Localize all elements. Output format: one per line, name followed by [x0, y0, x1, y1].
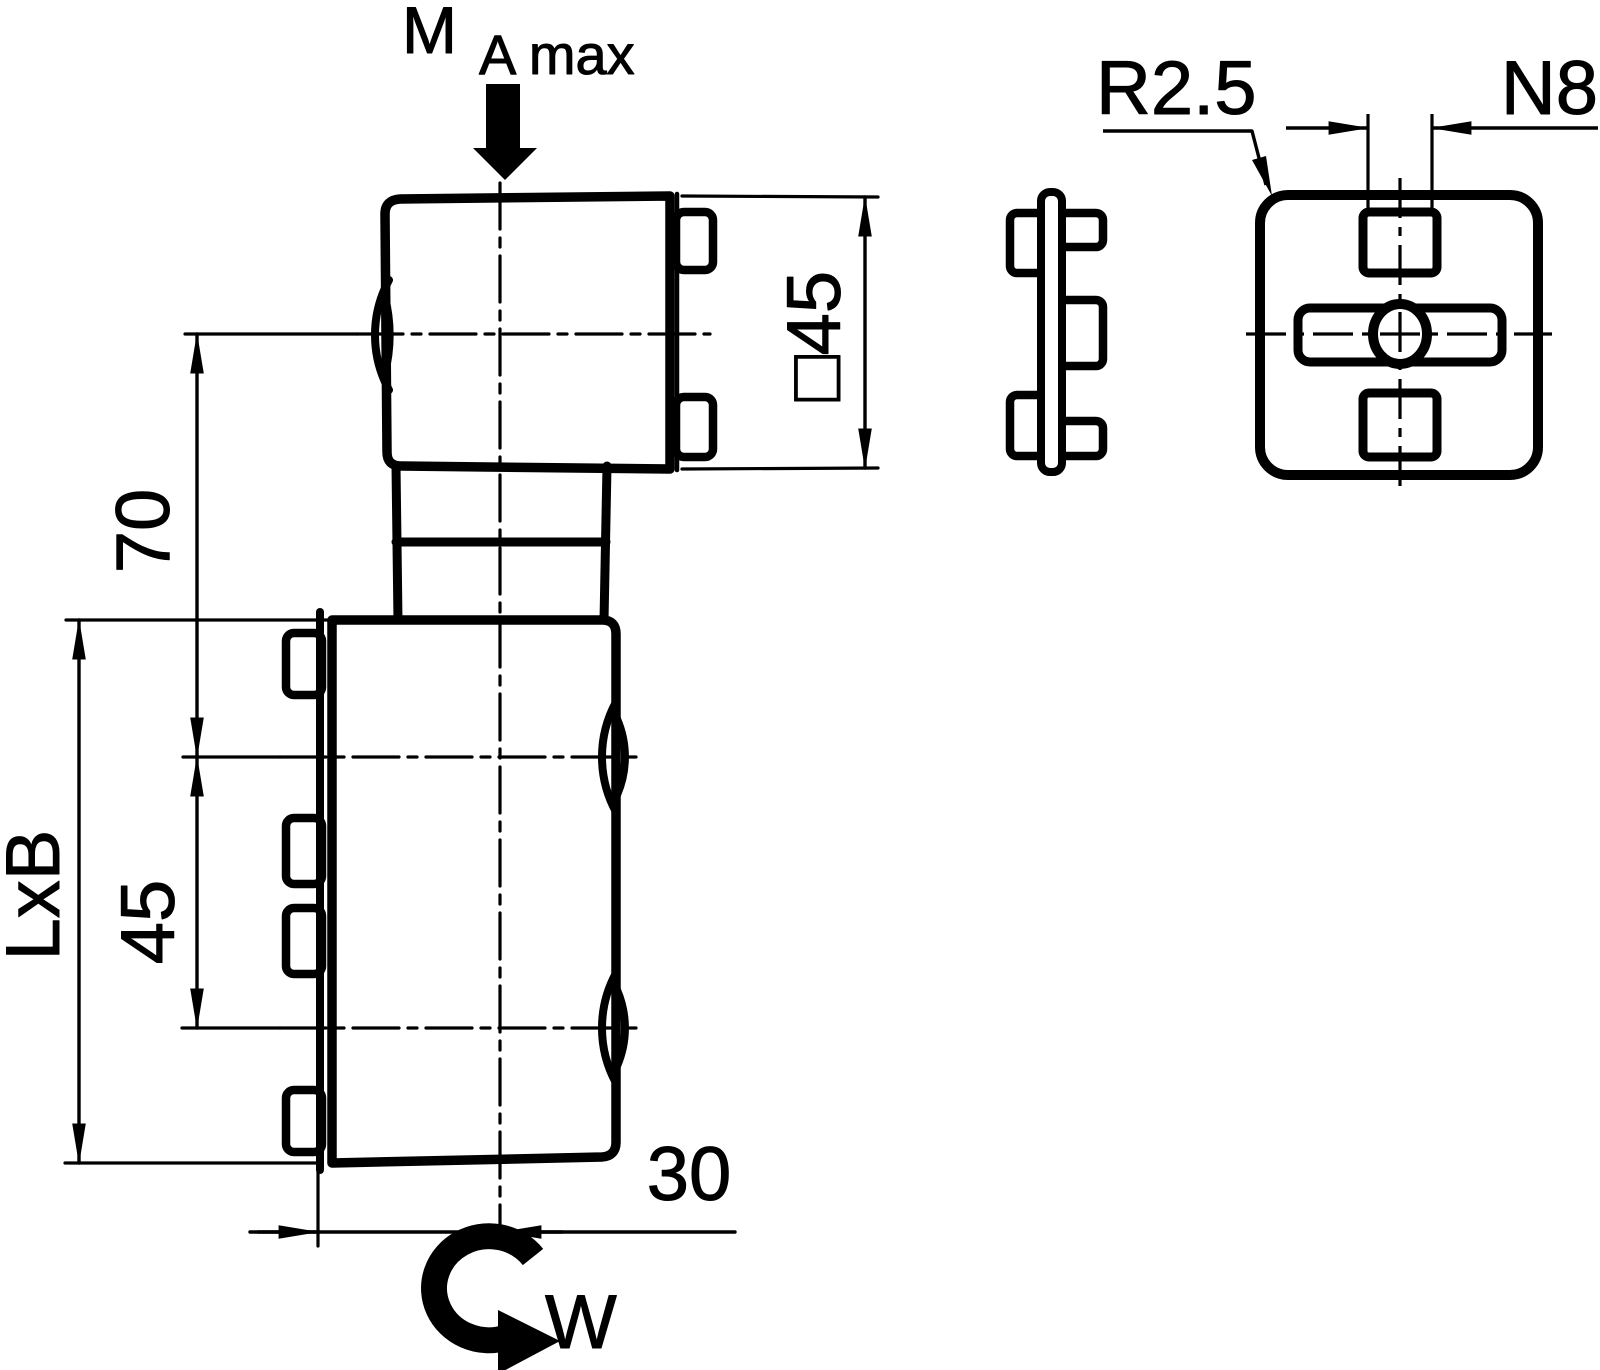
actuator-neck	[391, 461, 612, 626]
slot-width-label: N8	[1501, 46, 1598, 131]
torque-annotation: M A max	[402, 0, 635, 180]
top-view-centerlines	[1246, 178, 1552, 492]
top-view: R2.5 N8	[1096, 46, 1599, 492]
dim-text-45: 45	[106, 880, 191, 965]
upper-tab	[671, 392, 718, 462]
dim-text-lxb: LxB	[0, 830, 76, 961]
rotation-label-w: W	[545, 1280, 617, 1365]
torque-label-m: M	[402, 0, 457, 67]
rotation-annotation: W	[421, 1223, 618, 1370]
dim-text-70: 70	[101, 489, 186, 574]
rotation-arrow-head	[498, 1310, 560, 1370]
radius-callout: R2.5	[1096, 46, 1272, 196]
profile-plate	[1037, 188, 1066, 476]
radius-label: R2.5	[1096, 46, 1257, 131]
dim-text-30: 30	[647, 1132, 732, 1217]
side-profile-view	[1005, 188, 1108, 476]
rotation-arrow-icon	[421, 1223, 544, 1354]
front-view: 70 45 LxB □45 30 M A max W	[0, 0, 880, 1370]
slot-width-dim: N8	[1286, 46, 1599, 213]
torque-arrow-icon	[473, 84, 537, 180]
dim-text-square45: □45	[772, 271, 857, 401]
lower-valve-body	[327, 615, 621, 1168]
upper-tab	[671, 207, 718, 275]
torque-label-amax: A max	[479, 23, 635, 86]
